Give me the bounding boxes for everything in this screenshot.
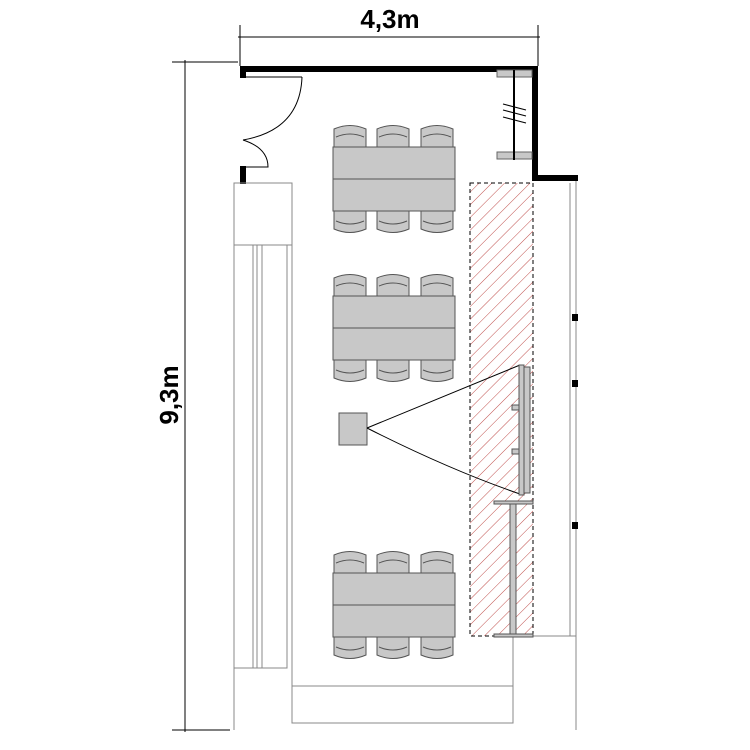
- table-group-1: [332, 125, 456, 233]
- table-group-2: [332, 274, 456, 382]
- projection-screen: [511, 364, 531, 496]
- table-group-3: [332, 551, 456, 659]
- height-dimension: 9,3m: [154, 60, 238, 732]
- width-dimension: 4,3m: [238, 4, 540, 66]
- walls: [240, 66, 578, 184]
- height-label: 9,3m: [154, 365, 184, 424]
- window: [496, 69, 533, 160]
- screen-stand: [493, 500, 534, 638]
- width-label: 4,3m: [360, 4, 419, 34]
- projector: [338, 364, 521, 495]
- door: [242, 76, 303, 168]
- room-outline: [233, 181, 578, 730]
